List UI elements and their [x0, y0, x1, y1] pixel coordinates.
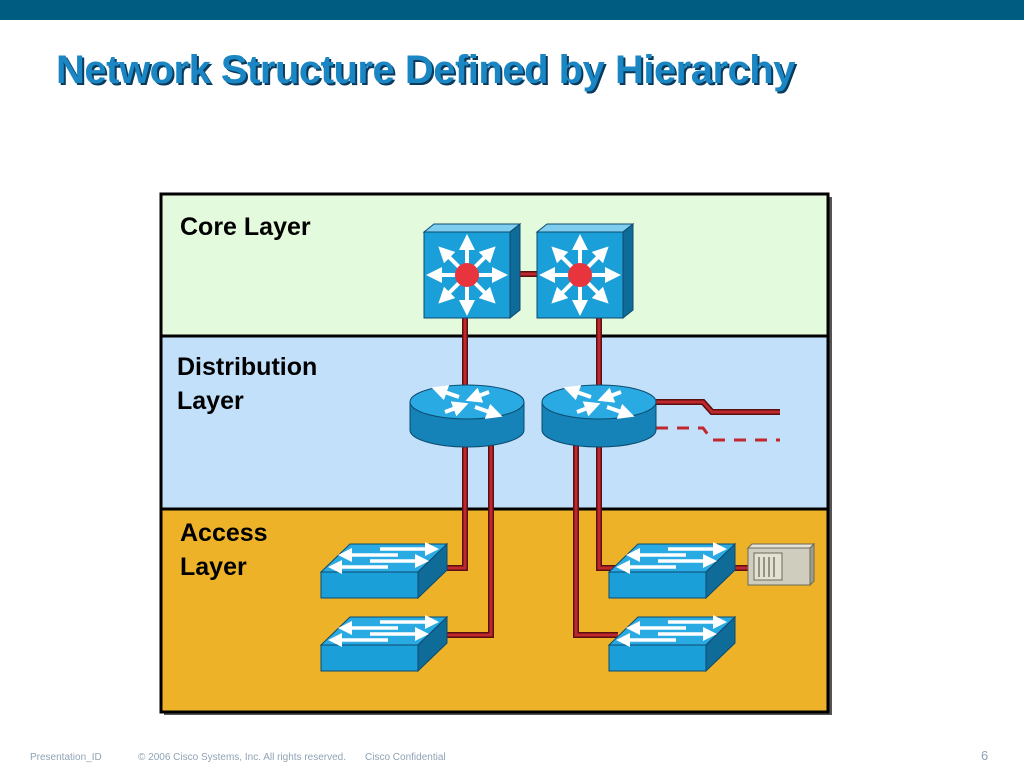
footer-copyright: © 2006 Cisco Systems, Inc. All rights re…	[138, 752, 347, 763]
router-icon	[563, 385, 635, 419]
network-links	[445, 271, 780, 638]
access-switch-4[interactable]	[607, 615, 737, 673]
slide-title: Network Structure Defined by Hierarchy	[56, 48, 796, 92]
router-icon	[431, 385, 503, 419]
distribution-layer-label: Distribution Layer	[177, 350, 317, 418]
distribution-label-line1: Distribution	[177, 353, 318, 381]
core-switch-2[interactable]	[535, 222, 635, 320]
page-number: 6	[981, 748, 989, 763]
access-label-line2: Layer	[180, 553, 247, 581]
header-bar	[0, 0, 1024, 20]
workgroup-switch-icon	[328, 542, 439, 574]
distribution-router-1[interactable]	[409, 384, 525, 448]
core-switch-1[interactable]	[422, 222, 522, 320]
workgroup-switch-icon	[616, 615, 727, 647]
footer-presentation-id: Presentation_ID	[30, 752, 102, 763]
server-icon[interactable]	[746, 542, 816, 587]
dashed-wan-link	[656, 426, 780, 442]
access-switch-3[interactable]	[607, 542, 737, 600]
access-switch-1[interactable]	[319, 542, 449, 600]
footer-confidential: Cisco Confidential	[365, 752, 446, 763]
access-switch-2[interactable]	[319, 615, 449, 673]
workgroup-switch-icon	[616, 542, 727, 574]
access-label-line1: Access	[180, 519, 268, 547]
access-layer-label: Access Layer	[180, 516, 268, 584]
workgroup-switch-icon	[328, 615, 439, 647]
core-layer-label: Core Layer	[180, 213, 311, 241]
distribution-router-2[interactable]	[541, 384, 657, 448]
distribution-label-line2: Layer	[177, 387, 244, 415]
